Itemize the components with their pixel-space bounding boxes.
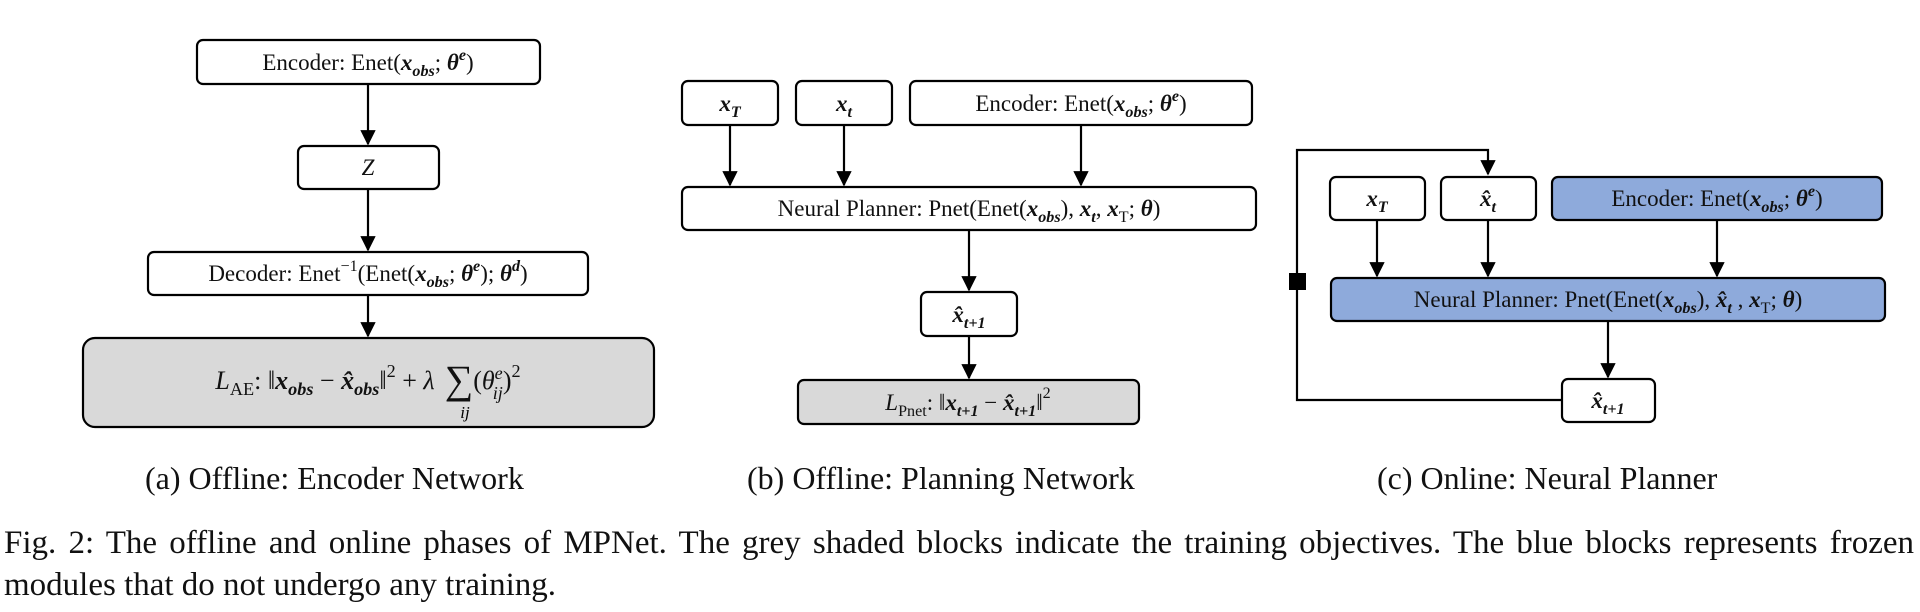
caption-c: (c) Online: Neural Planner <box>1377 460 1718 496</box>
c-output-block <box>1560 377 1657 424</box>
c-xhat-t-label: x̂t <box>1479 186 1497 216</box>
mpnet-figure: Encoder: Enet(xobs; θe) Z Decoder: Enet−… <box>81 38 1887 429</box>
a-sum-index: ij <box>460 403 470 422</box>
b-xT-label: xT <box>718 91 742 121</box>
b-loss-block <box>796 378 1141 426</box>
c-encoder-label: Encoder: Enet(xobs; θe) <box>1611 183 1822 216</box>
b-encoder-label: Encoder: Enet(xobs; θe) <box>975 88 1186 121</box>
b-output-label: x̂t+1 <box>951 302 985 332</box>
a-loss-block <box>81 336 656 429</box>
a-latent-label: Z <box>362 155 375 180</box>
b-loss-label: LPnet: ‖xt+1 − x̂t+1‖2 <box>884 385 1050 420</box>
c-loop-switch <box>1289 273 1306 290</box>
caption-b: (b) Offline: Planning Network <box>747 460 1135 496</box>
figure-caption: Fig. 2: The offline and online phases of… <box>4 525 1914 603</box>
panel-b-planning-network: xT xt Encoder: Enet(xobs; θe) Neural Pla… <box>680 79 1258 426</box>
c-xT-label: xT <box>1365 186 1389 216</box>
b-xt-label: xt <box>835 91 853 121</box>
panel-c-online-planner: xT x̂t Encoder: Enet(xobs; θe) Neural Pl… <box>1289 148 1887 424</box>
c-output-label: x̂t+1 <box>1590 388 1624 418</box>
c-feedback-loop <box>1295 148 1565 402</box>
panel-a-encoder-network: Encoder: Enet(xobs; θe) Z Decoder: Enet−… <box>81 38 656 429</box>
caption-a: (a) Offline: Encoder Network <box>145 460 524 496</box>
a-encoder-label: Encoder: Enet(xobs; θe) <box>262 47 473 80</box>
